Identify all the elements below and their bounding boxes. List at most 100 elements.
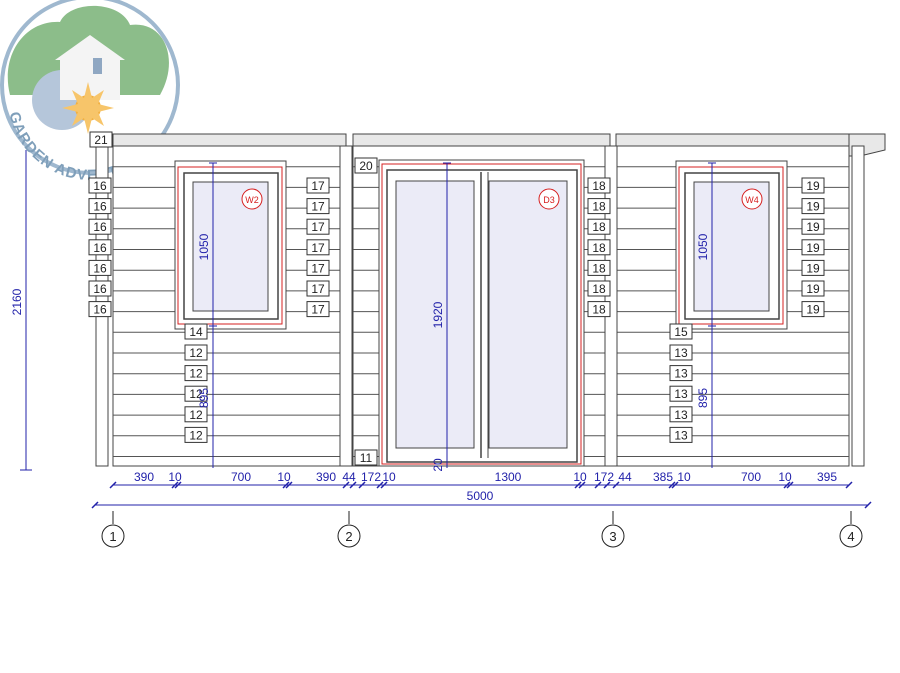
segment-dimension-label: 385: [653, 470, 673, 484]
window-tag-w2: W2: [245, 195, 259, 205]
svg-text:18: 18: [592, 241, 606, 255]
log-label-door-right: 18: [587, 301, 611, 318]
log-label-right-inner: 19: [801, 280, 825, 297]
segment-dimension-label: 700: [741, 470, 761, 484]
dimension-tick: [603, 481, 611, 489]
window-tag-circle: [241, 188, 263, 210]
log-label-right-lower: 13: [669, 406, 693, 423]
dimension-tick: [612, 481, 620, 489]
axis-label: 1: [109, 529, 116, 544]
log-label-left-inner: 17: [306, 259, 330, 276]
svg-text:19: 19: [806, 200, 820, 214]
svg-text:12: 12: [189, 428, 203, 442]
svg-text:15: 15: [674, 325, 688, 339]
svg-text:18: 18: [592, 179, 606, 193]
vertical-dimensions: [20, 150, 716, 471]
svg-text:21: 21: [94, 133, 108, 147]
log-label-left-lower: 12: [184, 385, 208, 402]
log-label-right-inner: 19: [801, 259, 825, 276]
total-width-dimension: 5000: [467, 489, 494, 503]
log-label-left-outer: 16: [88, 218, 112, 235]
segment-dimension-label: 390: [316, 470, 336, 484]
segment-dimension-label: 44: [618, 470, 632, 484]
door-gap-dimension: 20: [431, 458, 445, 472]
svg-text:16: 16: [93, 261, 107, 275]
svg-text:16: 16: [93, 241, 107, 255]
dimension-tick: [574, 481, 582, 489]
svg-text:17: 17: [311, 220, 325, 234]
total-width-tick-left: [91, 501, 99, 509]
grid-axis-2: 2: [337, 511, 361, 548]
horizontal-dimension-lines: [95, 484, 868, 506]
window-w4-height-dimension: 1050: [696, 233, 710, 260]
svg-text:11: 11: [360, 451, 373, 465]
segment-dimension-label: 172: [594, 470, 614, 484]
axis-label: 3: [609, 529, 616, 544]
svg-text:17: 17: [311, 241, 325, 255]
log-label-top-corner: 21: [89, 131, 113, 148]
log-label-left-lower: 12: [184, 365, 208, 382]
total-width-tick-right: [864, 501, 872, 509]
door-height-dimension: 1920: [431, 301, 445, 328]
log-label-left-inner: 17: [306, 239, 330, 256]
svg-text:14: 14: [189, 325, 203, 339]
roof-fascia-middle: [352, 133, 611, 147]
log-label-left-outer: 16: [88, 239, 112, 256]
log-label-door-top: 20: [354, 157, 378, 174]
svg-text:17: 17: [311, 261, 325, 275]
log-label-left-inner: 17: [306, 280, 330, 297]
svg-text:17: 17: [311, 179, 325, 193]
dimension-tick: [349, 481, 357, 489]
grid-axis-1: 1: [101, 511, 125, 548]
window-w2: W2: [174, 160, 287, 330]
svg-text:16: 16: [93, 220, 107, 234]
svg-text:16: 16: [93, 200, 107, 214]
window-w4: W4: [675, 160, 788, 330]
segment-dimension-label: 44: [342, 470, 356, 484]
door-tag-d3: D3: [543, 195, 555, 205]
overall-height-dimension: 2160: [10, 288, 24, 315]
segment-dimension-label: 10: [382, 470, 396, 484]
dimension-tick: [845, 481, 853, 489]
svg-text:18: 18: [592, 200, 606, 214]
log-label-left-outer: 16: [88, 198, 112, 215]
log-label-door-bottom: 11: [354, 449, 378, 466]
log-label-left-outer: 16: [88, 177, 112, 194]
segment-dimension-label: 10: [277, 470, 291, 484]
log-label-left-inner: 17: [306, 301, 330, 318]
log-label-left-lower: 12: [184, 344, 208, 361]
svg-text:19: 19: [806, 220, 820, 234]
window-w4-sill-dimension: 895: [696, 388, 710, 408]
log-label-right-inner: 19: [801, 177, 825, 194]
log-labels: 21 20 11 16 16 16 16 16 16 16 17 17 17 17 17 17 17 18 18 18…: [88, 131, 825, 466]
axis-label: 2: [345, 529, 352, 544]
log-label-right-inner: 19: [801, 239, 825, 256]
svg-text:12: 12: [189, 408, 203, 422]
log-label-left-lower: 12: [184, 426, 208, 443]
dimension-tick: [282, 481, 290, 489]
segment-dimension-label: 390: [134, 470, 154, 484]
door-d3: D3: [378, 159, 585, 467]
svg-text:13: 13: [674, 346, 688, 360]
svg-text:19: 19: [806, 303, 820, 317]
log-label-right-inner: 19: [801, 198, 825, 215]
log-label-left-outer: 16: [88, 301, 112, 318]
log-label-door-right: 18: [587, 198, 611, 215]
svg-text:17: 17: [311, 303, 325, 317]
segment-dimension-label: 172: [361, 470, 381, 484]
dimension-tick: [671, 481, 679, 489]
log-label-left-outer: 16: [88, 259, 112, 276]
svg-text:16: 16: [93, 282, 107, 296]
log-label-door-right: 18: [587, 239, 611, 256]
svg-text:18: 18: [592, 282, 606, 296]
log-label-left-lower: 12: [184, 406, 208, 423]
svg-text:13: 13: [674, 367, 688, 381]
svg-text:12: 12: [189, 387, 203, 401]
log-label-left-under-window: 14: [184, 323, 208, 340]
log-label-door-right: 18: [587, 259, 611, 276]
dimension-tick: [783, 481, 791, 489]
log-label-left-inner: 17: [306, 198, 330, 215]
